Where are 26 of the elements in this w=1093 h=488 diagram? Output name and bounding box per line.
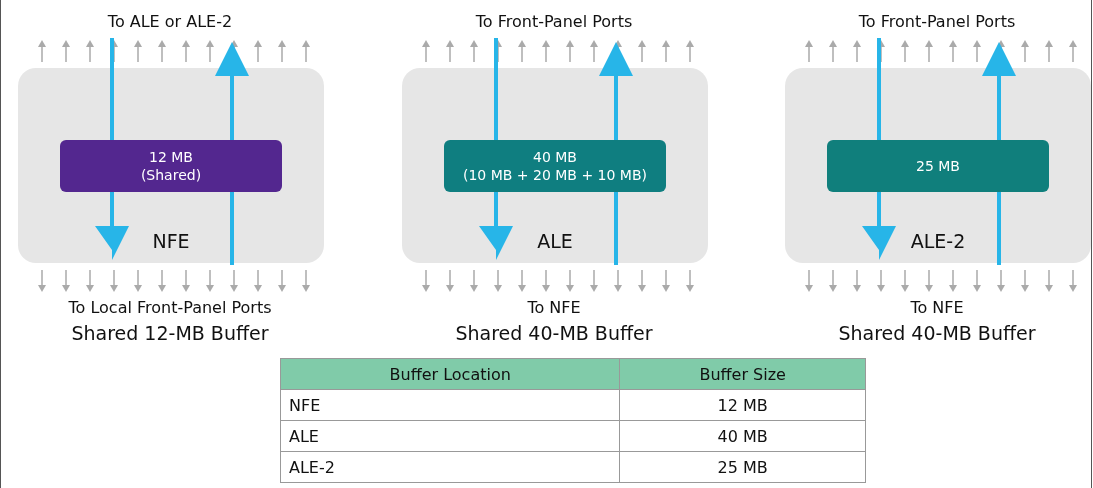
table-cell: ALE-2: [280, 451, 620, 483]
port-caption: To Front-Panel Ports: [475, 12, 633, 31]
chip-name: NFE: [151, 230, 191, 252]
table-cell: NFE: [280, 389, 620, 421]
table-cell: 12 MB: [619, 389, 866, 421]
table-header-cell: Buffer Location: [280, 358, 620, 390]
table-header-cell: Buffer Size: [619, 358, 866, 390]
chip-name: ALE: [536, 230, 574, 252]
table-cell: ALE: [280, 420, 620, 452]
buffer-block: 40 MB (10 MB + 20 MB + 10 MB): [444, 140, 666, 192]
table-cell: 25 MB: [619, 451, 866, 483]
buffer-block: 25 MB: [827, 140, 1049, 192]
chip-block: [18, 68, 324, 263]
chip-name: ALE-2: [909, 230, 967, 252]
buffer-caption: Shared 40-MB Buffer: [838, 322, 1036, 344]
buffer-caption: Shared 40-MB Buffer: [455, 322, 653, 344]
port-caption: To Local Front-Panel Ports: [68, 298, 272, 317]
chip-block: [402, 68, 708, 263]
port-caption: To ALE or ALE-2: [107, 12, 233, 31]
port-caption: To Front-Panel Ports: [858, 12, 1016, 31]
buffer-block: 12 MB (Shared): [60, 140, 282, 192]
chip-block: [785, 68, 1091, 263]
port-caption: To NFE: [910, 298, 964, 317]
buffer-caption: Shared 12-MB Buffer: [71, 322, 269, 344]
table-cell: 40 MB: [619, 420, 866, 452]
port-caption: To NFE: [527, 298, 581, 317]
